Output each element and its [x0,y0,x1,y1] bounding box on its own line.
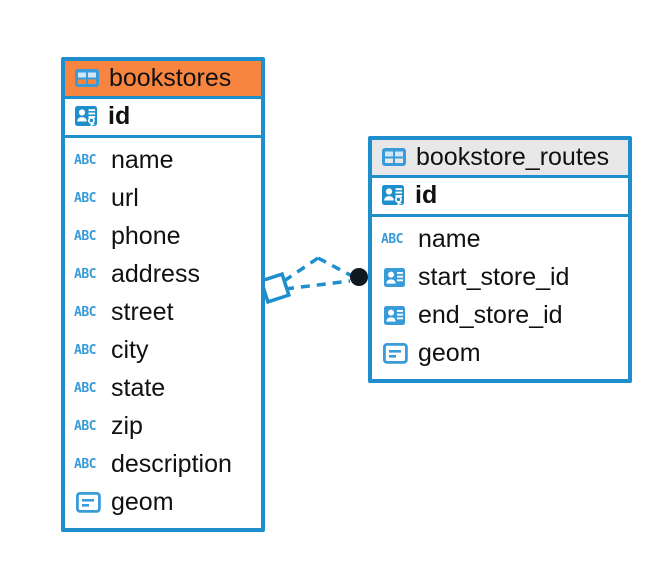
field-label: street [111,298,174,326]
field-label: zip [111,412,143,440]
field-label: address [111,260,200,288]
foreign-key-icon [381,305,409,326]
field-label: geom [111,488,174,516]
relationship-line-upper-left [283,256,319,283]
primary-key-icon [74,104,100,128]
abc-text-icon: ABC [74,153,96,168]
field-row[interactable]: ABC name [74,142,253,180]
field-row[interactable]: start_store_id [381,259,620,297]
field-label: geom [418,339,481,367]
field-label: end_store_id [418,301,563,329]
field-label: name [111,146,174,174]
field-row[interactable]: ABC description [74,446,253,484]
entity-title-bookstore-routes: bookstore_routes [416,143,610,171]
field-label: name [418,225,481,253]
field-label: phone [111,222,181,250]
relationship-line-lower [284,279,351,291]
table-icon [381,147,407,167]
abc-text-icon: ABC [74,229,96,244]
table-icon [74,68,100,88]
relationship-target-circle-icon [350,268,368,286]
abc-text-icon: ABC [74,419,96,434]
field-row[interactable]: geom [74,484,253,522]
field-row[interactable]: ABC address [74,256,253,294]
field-row[interactable]: ABC url [74,180,253,218]
entity-header-bookstore-routes[interactable]: bookstore_routes [372,140,628,179]
entity-primary-key-row-bookstore-routes[interactable]: id [372,178,628,217]
field-row[interactable]: ABC street [74,294,253,332]
entity-primary-key-row-bookstores[interactable]: id [65,99,261,138]
abc-text-icon: ABC [74,191,96,206]
field-row[interactable]: ABC zip [74,408,253,446]
field-row[interactable]: ABC phone [74,218,253,256]
entity-primary-key-label-bookstores: id [108,102,131,131]
abc-text-icon: ABC [74,267,96,282]
field-row[interactable]: ABC city [74,332,253,370]
field-label: description [111,450,232,478]
field-label: start_store_id [418,263,570,291]
relationship-line-upper-right [317,256,353,278]
foreign-key-icon [381,267,409,288]
field-row[interactable]: geom [381,335,620,373]
abc-text-icon: ABC [74,381,96,396]
field-label: url [111,184,139,212]
geometry-icon [74,492,102,513]
field-row[interactable]: end_store_id [381,297,620,335]
field-label: state [111,374,166,402]
primary-key-icon [381,183,407,207]
entity-header-bookstores[interactable]: bookstores [65,61,261,100]
abc-text-icon: ABC [74,305,96,320]
entity-fields-bookstore-routes: ABC name start_store_id [372,217,628,379]
abc-text-icon: ABC [74,343,96,358]
entity-bookstore-routes[interactable]: bookstore_routes id ABC [368,136,632,383]
field-row[interactable]: ABC state [74,370,253,408]
geometry-icon [381,343,409,364]
relationship-source-diamond-icon [258,271,292,305]
field-label: city [111,336,149,364]
entity-bookstores[interactable]: bookstores id ABC [61,57,265,532]
field-row[interactable]: ABC name [381,221,620,259]
entity-fields-bookstores: ABC name ABC url ABC phone ABC address A… [65,138,261,528]
abc-text-icon: ABC [74,457,96,472]
entity-primary-key-label-bookstore-routes: id [415,181,438,210]
abc-text-icon: ABC [381,232,403,247]
entity-title-bookstores: bookstores [109,64,232,92]
